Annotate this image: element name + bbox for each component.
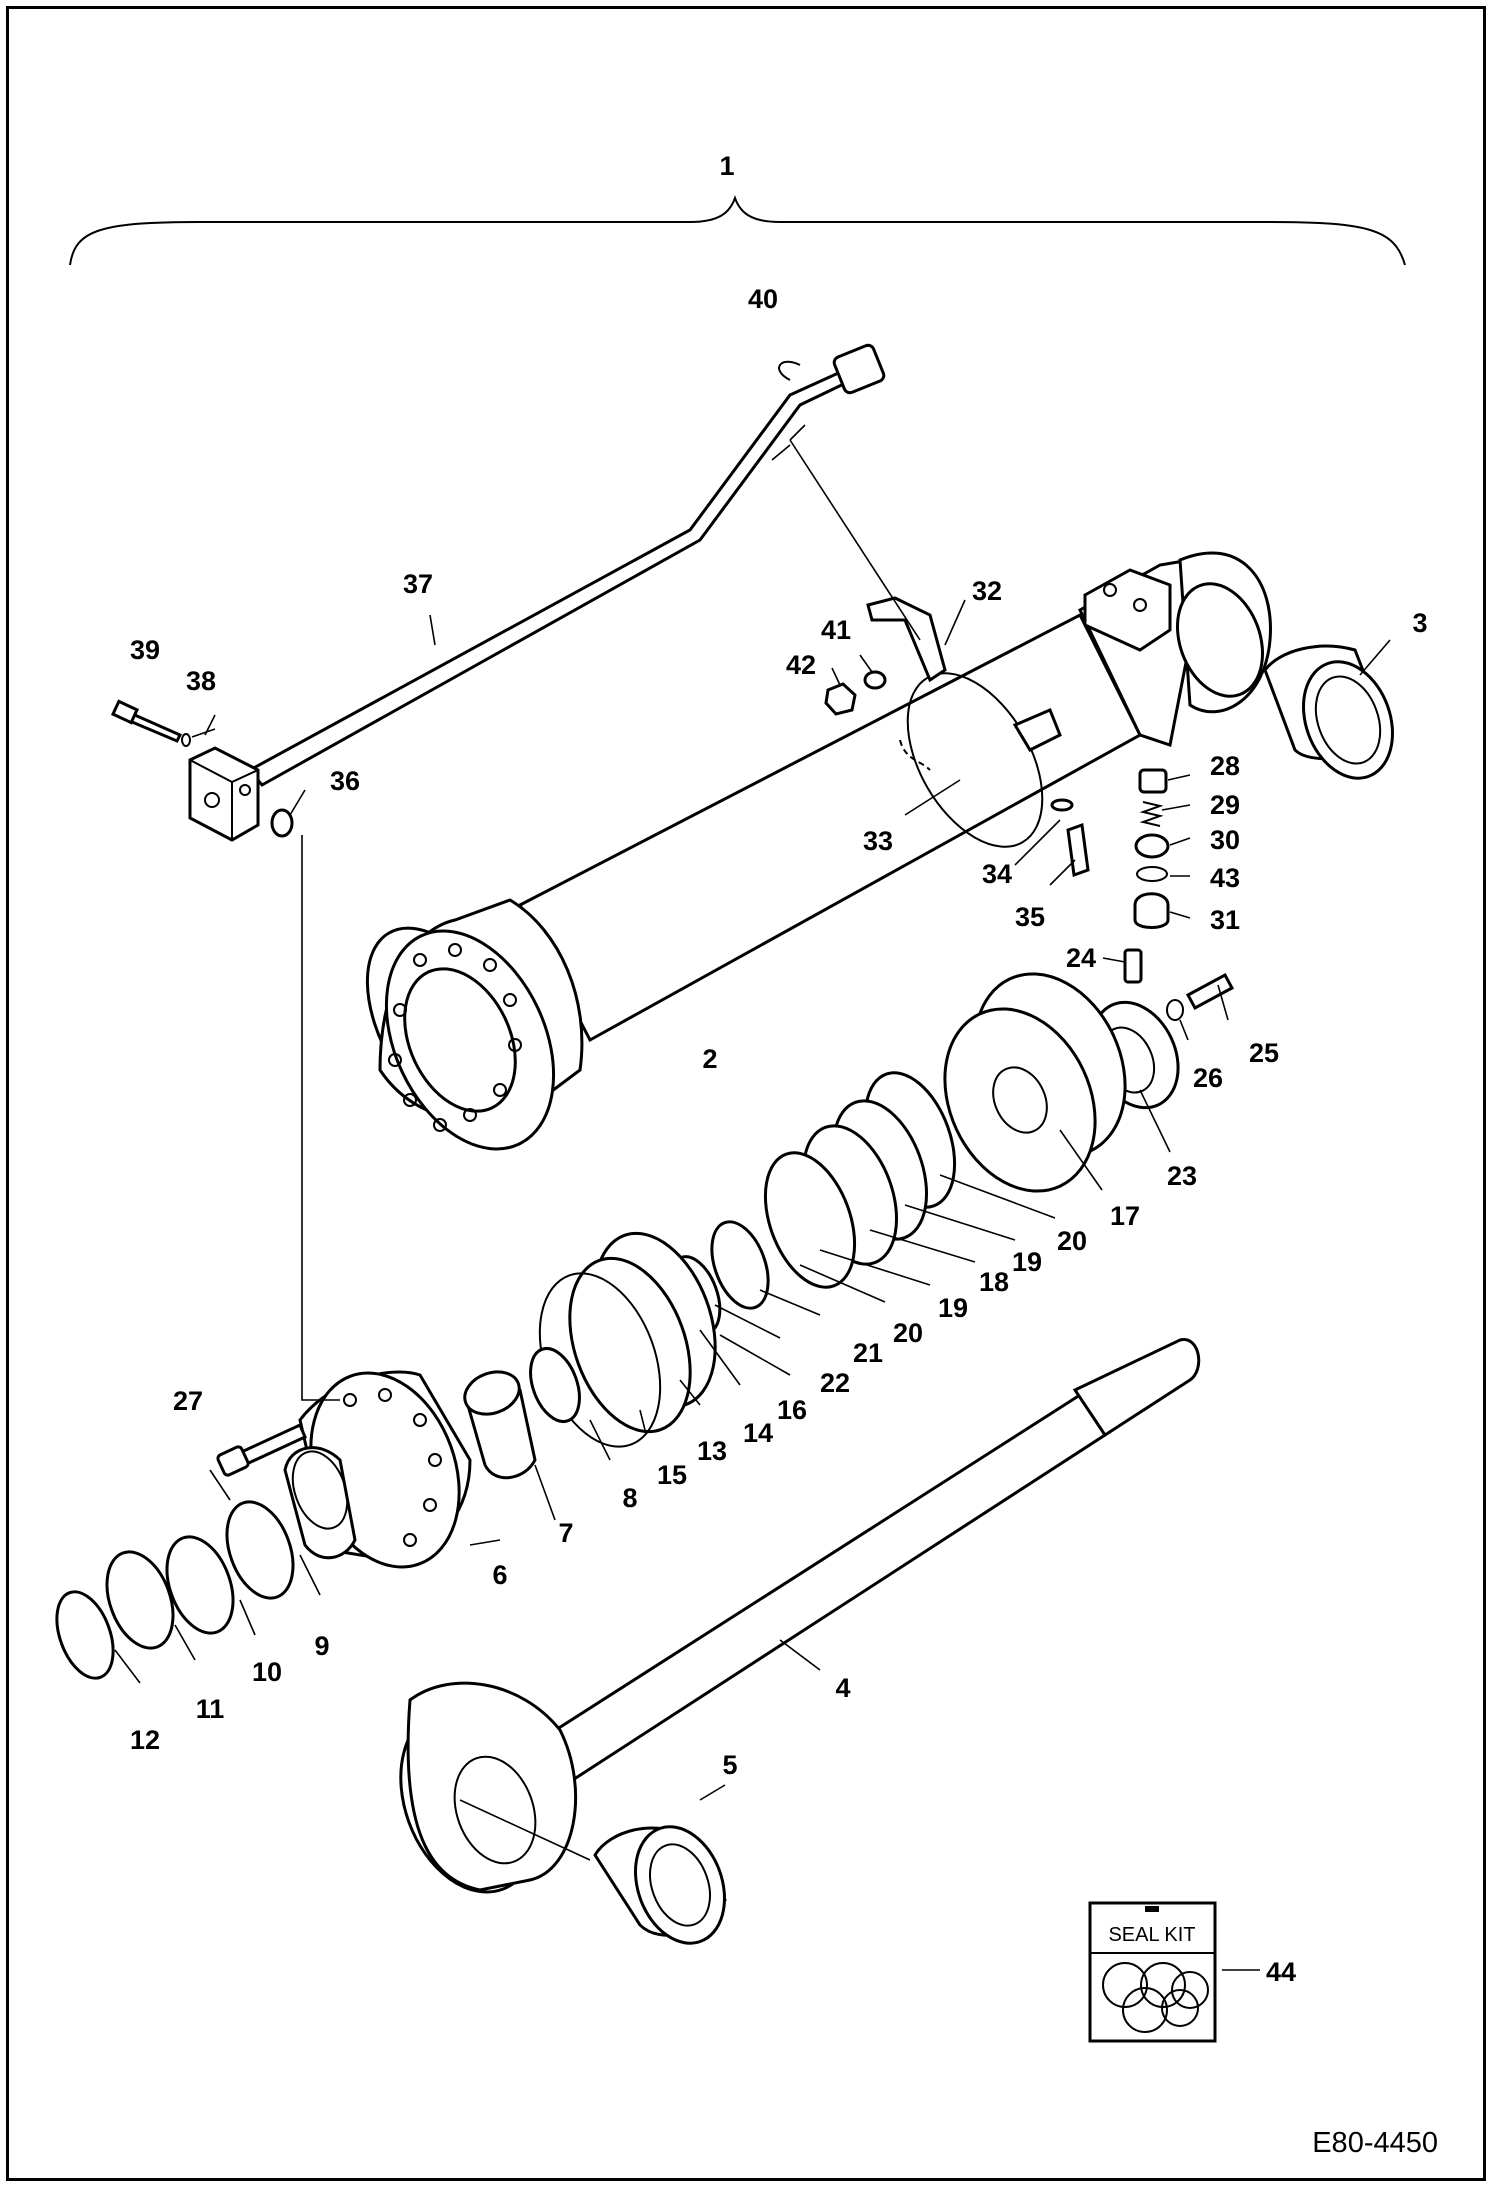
page-border (6, 6, 1486, 2181)
callout-7: 7 (558, 1518, 573, 1548)
callout-14: 14 (743, 1418, 773, 1448)
callout-21: 21 (853, 1338, 883, 1368)
figure-code: E80-4450 (1312, 2127, 1438, 2159)
callout-11: 11 (196, 1694, 225, 1724)
callout-13: 13 (697, 1436, 727, 1466)
flange-block (188, 746, 260, 842)
callout-6: 6 (492, 1560, 507, 1590)
valve-cap (1133, 892, 1170, 929)
callout-44: 44 (1266, 1957, 1296, 1987)
callout-31: 31 (1210, 905, 1240, 935)
callout-36: 36 (330, 766, 360, 796)
callout-22: 22 (820, 1368, 850, 1398)
rod-seal (225, 1500, 295, 1600)
lock-washer (863, 670, 887, 690)
callout-20b: 20 (893, 1318, 923, 1348)
backup-ring-rod (105, 1550, 175, 1650)
seal-kit-box (1088, 1901, 1217, 2043)
rod-bushing (463, 1370, 537, 1480)
piston-rod (399, 1338, 1201, 1894)
callout-9: 9 (314, 1631, 329, 1661)
valve-seat (1134, 833, 1170, 859)
assembly-brace (69, 195, 1406, 266)
pin-o-ring (1166, 999, 1184, 1021)
buffer-ring (165, 1535, 235, 1635)
callout-24: 24 (1066, 943, 1096, 973)
callout-40: 40 (748, 284, 778, 314)
callout-8: 8 (622, 1483, 637, 1513)
set-screw (1123, 948, 1143, 984)
lock-pin (1185, 972, 1235, 1011)
cylinder-barrel (365, 612, 1142, 1151)
clamp-bolt (1066, 822, 1090, 878)
callout-4: 4 (835, 1673, 850, 1703)
callout-32: 32 (972, 576, 1002, 606)
callout-16: 16 (777, 1395, 807, 1425)
callout-19a: 19 (1012, 1247, 1042, 1277)
callout-23: 23 (1167, 1161, 1197, 1191)
callout-15: 15 (657, 1460, 687, 1490)
callout-28: 28 (1210, 751, 1240, 781)
callout-3: 3 (1412, 608, 1427, 638)
rod-eye-bushing (593, 1825, 727, 1945)
callout-41: 41 (821, 615, 851, 645)
rod-bearing (529, 1347, 581, 1423)
callout-39: 39 (130, 635, 160, 665)
leader-lines (114, 424, 1391, 1971)
callout-10: 10 (252, 1657, 282, 1687)
cylinder-head (283, 1370, 472, 1569)
callout-26: 26 (1193, 1063, 1223, 1093)
barrel-head-end (1078, 551, 1272, 747)
head-bolt (216, 1422, 307, 1477)
valve-plug (1138, 768, 1168, 794)
callout-2: 2 (702, 1044, 717, 1074)
callout-25: 25 (1249, 1038, 1279, 1068)
washer (181, 733, 191, 747)
wiper-seal (55, 1590, 115, 1680)
callout-29: 29 (1210, 790, 1240, 820)
callout-27: 27 (173, 1386, 203, 1416)
piston (943, 972, 1127, 1193)
valve-o-ring (1136, 866, 1168, 882)
callout-20a: 20 (1057, 1226, 1087, 1256)
flange-bolt (110, 699, 183, 743)
callout-33: 33 (863, 826, 893, 856)
callout-42: 42 (786, 650, 816, 680)
callout-17: 17 (1110, 1201, 1140, 1231)
callout-35: 35 (1015, 902, 1045, 932)
callout-12: 12 (130, 1725, 160, 1755)
clamp-washer (1050, 798, 1074, 812)
callout-38: 38 (186, 666, 216, 696)
callout-5: 5 (722, 1750, 737, 1780)
seal-kit-title: SEAL KIT (1108, 1924, 1195, 1946)
head-bushing (1263, 644, 1394, 780)
piston-seal (710, 1220, 770, 1310)
tube-bracket (866, 596, 947, 683)
nut (824, 682, 857, 716)
callout-18: 18 (979, 1267, 1009, 1297)
valve-spring (1139, 801, 1164, 827)
callout-43: 43 (1210, 863, 1240, 893)
callout-30: 30 (1210, 825, 1240, 855)
callout-19b: 19 (938, 1293, 968, 1323)
hydraulic-tube (247, 343, 886, 787)
callout-37: 37 (403, 569, 433, 599)
assembly-callout: 1 (719, 151, 734, 181)
o-ring (270, 808, 294, 838)
callout-34: 34 (982, 859, 1012, 889)
